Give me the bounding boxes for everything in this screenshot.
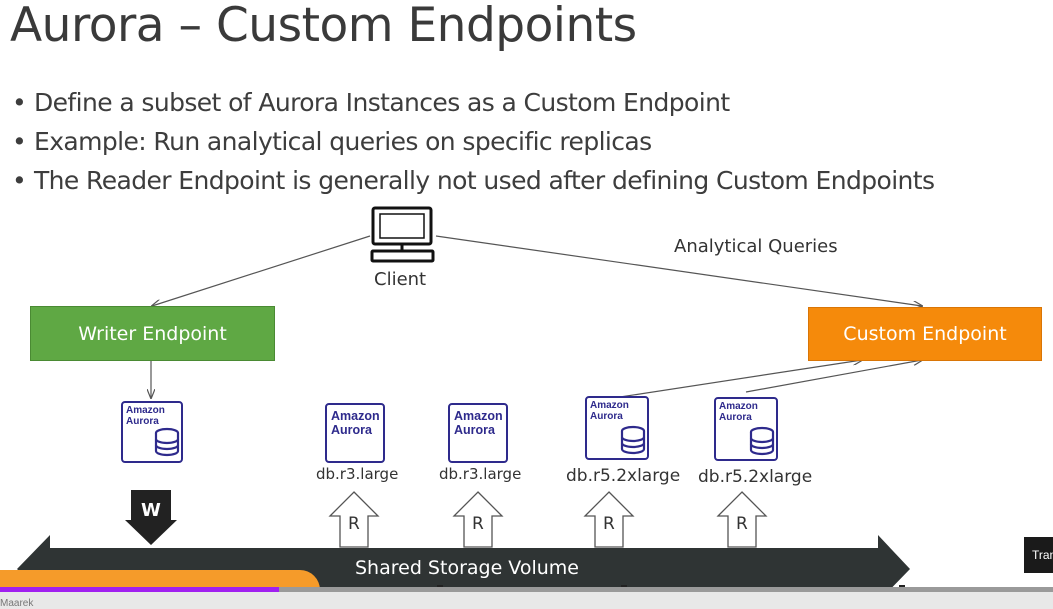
role-letter-r: R: [603, 514, 615, 534]
orange-brand-swoosh: [0, 570, 320, 590]
writer-endpoint-label: Writer Endpoint: [78, 322, 227, 345]
analytical-queries-label: Analytical Queries: [674, 236, 838, 257]
writer-endpoint-box: Writer Endpoint: [30, 306, 275, 361]
client-to-writer-arrow: [152, 235, 371, 306]
read-arrow: [583, 491, 635, 548]
replica-to-custom-arrow: [745, 360, 922, 393]
bullet-text: Example: Run analytical queries on speci…: [34, 127, 652, 156]
bullet-item: •Define a subset of Aurora Instances as …: [12, 88, 730, 117]
client-to-custom-arrow: [435, 235, 922, 306]
role-letter-r: R: [472, 514, 484, 534]
role-letter-r: R: [736, 514, 748, 534]
database-icon: [154, 427, 180, 457]
replica-to-custom-arrow: [619, 360, 862, 398]
player-bottom-strip: [0, 592, 1053, 609]
instance-size-label: db.r3.large: [316, 465, 399, 483]
video-progress-track[interactable]: [0, 587, 1053, 592]
instance-size-label: db.r3.large: [439, 465, 522, 483]
database-icon: [749, 426, 775, 456]
client-label: Client: [374, 269, 427, 290]
read-arrow: [328, 491, 380, 548]
write-arrow: [125, 490, 177, 545]
client-computer-icon: [370, 206, 435, 263]
bullet-text: Define a subset of Aurora Instances as a…: [34, 88, 730, 117]
custom-endpoint-label: Custom Endpoint: [843, 323, 1007, 345]
instance-size-label: db.r5.2xlarge: [566, 466, 681, 486]
transcript-button[interactable]: Tran: [1024, 537, 1053, 573]
custom-endpoint-box: Custom Endpoint: [808, 307, 1042, 361]
bullet-item: •The Reader Endpoint is generally not us…: [12, 166, 935, 195]
bullet-list: •Define a subset of Aurora Instances as …: [12, 86, 935, 203]
bullet-item: •Example: Run analytical queries on spec…: [12, 127, 652, 156]
shared-storage-volume-label: Shared Storage Volume: [355, 557, 579, 579]
read-arrow: [716, 491, 768, 548]
bullet-text: The Reader Endpoint is generally not use…: [34, 166, 935, 195]
instance-size-label: db.r5.2xlarge: [698, 467, 813, 487]
role-letter-w: W: [141, 500, 161, 521]
video-progress-fill: [0, 587, 280, 592]
read-arrow: [452, 491, 504, 548]
slide-title: Aurora – Custom Endpoints: [10, 0, 637, 53]
role-letter-r: R: [348, 514, 360, 534]
watermark-text: Maarek: [0, 598, 34, 609]
database-icon: [620, 425, 646, 455]
